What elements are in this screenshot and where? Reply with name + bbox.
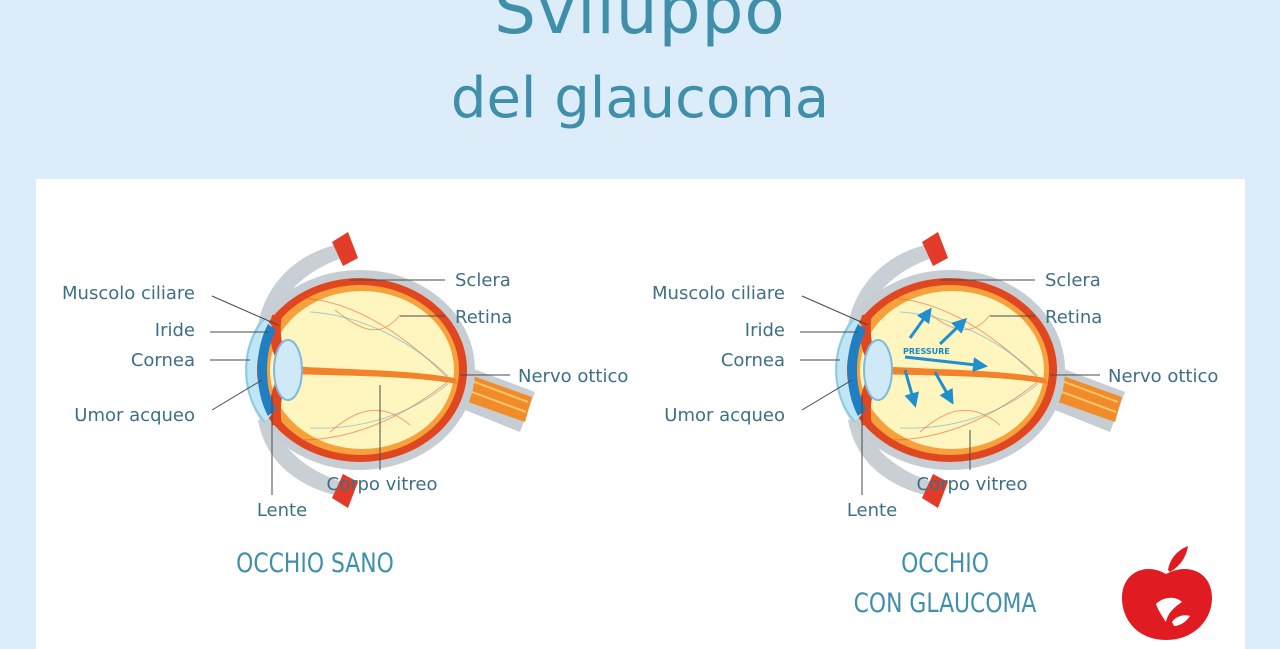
label-corpo-vitreo: Corpo vitreo xyxy=(917,474,1028,495)
label-nervo-ottico: Nervo ottico xyxy=(1108,366,1218,387)
healthy-leader-lines xyxy=(210,279,510,495)
label-retina: Retina xyxy=(1045,307,1102,328)
page-title-line1: Sviluppo xyxy=(494,0,786,49)
label-nervo-ottico: Nervo ottico xyxy=(518,366,628,387)
label-sclera: Sclera xyxy=(1045,270,1101,291)
glaucoma-eye-caption-line2: CON GLAUCOMA xyxy=(853,588,1037,619)
label-cornea: Cornea xyxy=(721,350,785,371)
label-corpo-vitreo: Corpo vitreo xyxy=(327,474,438,495)
label-sclera: Sclera xyxy=(455,270,511,291)
label-umor-acqueo: Umor acqueo xyxy=(74,405,195,426)
glaucoma-leader-lines xyxy=(800,279,1100,495)
apple-logo-icon xyxy=(1122,546,1212,640)
label-umor-acqueo: Umor acqueo xyxy=(664,405,785,426)
label-iride: Iride xyxy=(745,320,785,341)
label-iride: Iride xyxy=(155,320,195,341)
glaucoma-eye-caption-line1: OCCHIO xyxy=(901,548,989,579)
label-cornea: Cornea xyxy=(131,350,195,371)
pressure-label: PRESSURE xyxy=(903,347,950,356)
pressure-arrows xyxy=(903,307,988,408)
label-muscolo-ciliare: Muscolo ciliare xyxy=(62,283,195,304)
label-lente: Lente xyxy=(847,500,897,521)
page-title-line2: del glaucoma xyxy=(450,66,830,131)
label-lente: Lente xyxy=(257,500,307,521)
label-retina: Retina xyxy=(455,307,512,328)
healthy-eye-caption: OCCHIO SANO xyxy=(236,548,394,579)
label-muscolo-ciliare: Muscolo ciliare xyxy=(652,283,785,304)
